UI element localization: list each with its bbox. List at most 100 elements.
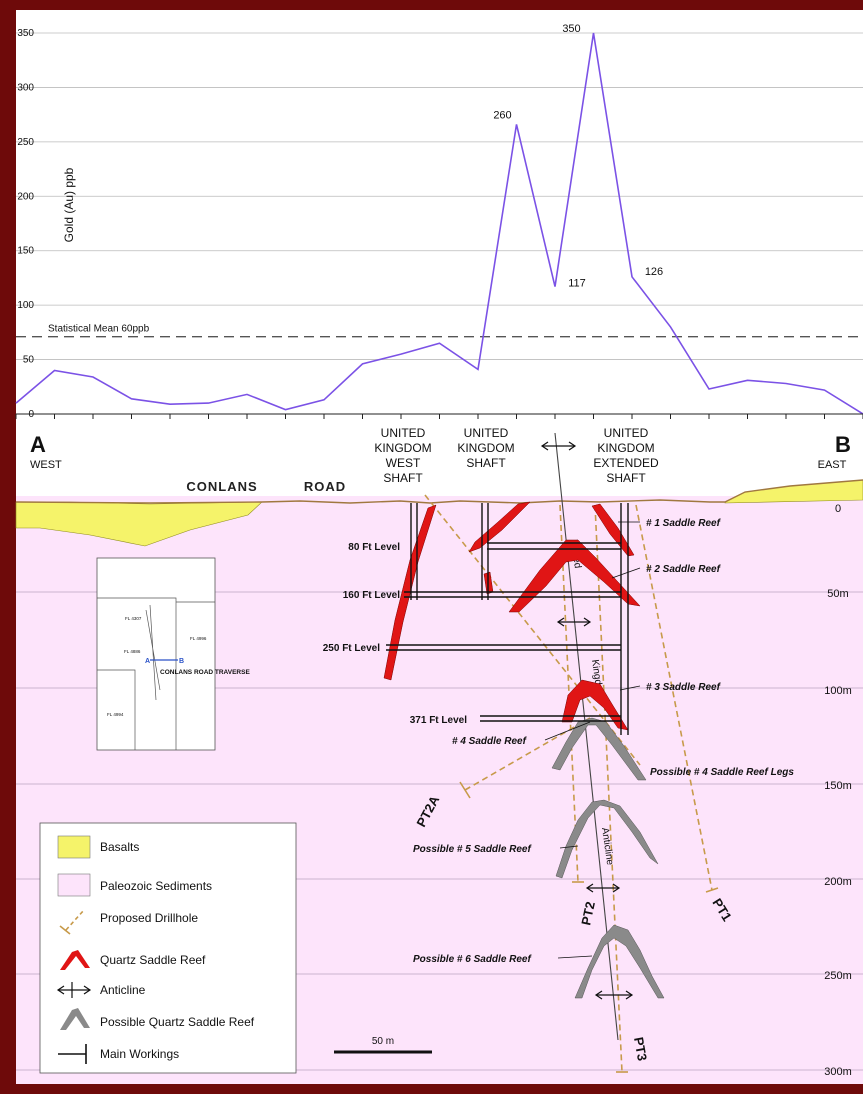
svg-text:SHAFT: SHAFT xyxy=(606,471,646,485)
peak-label-260: 260 xyxy=(493,109,511,121)
anticline-arrow-4 xyxy=(594,990,634,1000)
point-a-direction: WEST xyxy=(30,459,62,471)
reef-label-2: # 2 Saddle Reef xyxy=(646,564,722,575)
inset-label-fl4307: FL 4307 xyxy=(125,616,142,621)
drillhole-trace-1 xyxy=(424,494,641,766)
gold-series-line xyxy=(15,32,863,415)
scale-bar: 50 m xyxy=(334,1036,432,1054)
legend: Basalts Paleozoic Sediments Proposed Dri… xyxy=(39,822,297,1074)
axis-label-anticline: Anticline xyxy=(599,827,615,866)
reef-label-1: # 1 Saddle Reef xyxy=(646,518,722,529)
svg-text:WEST: WEST xyxy=(386,456,421,470)
anticline-arrow-2 xyxy=(556,617,592,627)
y-tick-label: 300 xyxy=(17,82,34,93)
peak-label-350: 350 xyxy=(562,23,580,35)
anticline-arrows xyxy=(540,441,634,1000)
svg-text:UNITED: UNITED xyxy=(464,426,509,440)
basalt-swatch xyxy=(57,835,91,859)
peak-label-117: 117 xyxy=(568,278,586,290)
drillhole-trace-pt1 xyxy=(635,504,713,891)
sediment-swatch xyxy=(57,873,91,897)
anticline-arrow-3 xyxy=(585,883,621,893)
shaft-label-main: UNITED KINGDOM SHAFT xyxy=(457,426,514,470)
reef-1-right xyxy=(591,503,635,557)
drillhole-trace-pt3 xyxy=(594,504,623,1073)
svg-text:KINGDOM: KINGDOM xyxy=(457,441,514,455)
ground-surface xyxy=(15,479,863,504)
possible-reef-label-4: Possible # 4 Saddle Reef Legs xyxy=(650,767,794,778)
svg-text:SHAFT: SHAFT xyxy=(383,471,423,485)
possible-reef-label-5: Possible # 5 Saddle Reef xyxy=(413,844,532,855)
legend-box xyxy=(39,822,297,1074)
depth-label-200: 200m xyxy=(824,876,852,888)
possible-reef-label-6: Possible # 6 Saddle Reef xyxy=(413,954,532,965)
reef-2 xyxy=(508,539,641,613)
svg-text:KINGDOM: KINGDOM xyxy=(597,441,654,455)
anticline-arrow-1 xyxy=(540,441,577,451)
road-label-road: ROAD xyxy=(304,479,346,494)
anticline-symbol xyxy=(56,982,92,998)
drillhole-symbol xyxy=(59,909,85,935)
depth-label-0: 0 xyxy=(835,503,841,515)
legend-label-reef: Quartz Saddle Reef xyxy=(100,953,206,967)
x-tick-marks xyxy=(15,414,863,419)
reef-1-left xyxy=(468,501,531,553)
shaft-label-extended: UNITED KINGDOM EXTENDED SHAFT xyxy=(593,426,659,485)
possible-reef-symbol xyxy=(60,1008,90,1030)
y-tick-label: 250 xyxy=(17,137,34,148)
inset-traverse-label: CONLANS ROAD TRAVERSE xyxy=(160,669,250,676)
legend-label-possible-reef: Possible Quartz Saddle Reef xyxy=(100,1015,255,1029)
svg-text:UNITED: UNITED xyxy=(604,426,649,440)
location-inset-map: FL 4307 FL 4996 FL 4886 FL 4994 A B CONL… xyxy=(96,557,250,751)
possible-reef-6 xyxy=(574,924,665,999)
legend-label-drillhole: Proposed Drillhole xyxy=(100,911,198,925)
reef-label-3: # 3 Saddle Reef xyxy=(646,682,722,693)
level-label-160: 160 Ft Level xyxy=(343,590,400,601)
y-axis-label: Gold (Au) ppb xyxy=(62,167,76,242)
depth-label-100: 100m xyxy=(824,685,852,697)
svg-text:KINGDOM: KINGDOM xyxy=(374,441,431,455)
reef-symbol xyxy=(60,950,90,970)
statistical-mean-label: Statistical Mean 60ppb xyxy=(48,324,150,335)
drillhole-label-pt2: PT2 xyxy=(578,900,598,926)
road-label-conlans: CONLANS xyxy=(186,479,257,494)
level-label-80: 80 Ft Level xyxy=(348,542,400,553)
peak-value-labels: 260 117 350 126 xyxy=(493,23,663,290)
point-b-direction: EAST xyxy=(818,459,847,471)
y-tick-label: 50 xyxy=(23,355,35,366)
level-label-250: 250 Ft Level xyxy=(323,643,380,654)
drillhole-label-pt3: PT3 xyxy=(631,1036,650,1062)
main-workings xyxy=(386,503,629,735)
shaft-label-west: UNITED KINGDOM WEST SHAFT xyxy=(374,426,431,485)
svg-text:SHAFT: SHAFT xyxy=(466,456,506,470)
reef-3 xyxy=(561,679,629,731)
peak-label-126: 126 xyxy=(645,266,663,278)
inset-point-a: A xyxy=(145,658,150,665)
possible-reef-4 xyxy=(551,717,647,781)
y-tick-label: 200 xyxy=(17,191,34,202)
legend-label-anticline: Anticline xyxy=(100,983,146,997)
reef-label-4: # 4 Saddle Reef xyxy=(452,736,528,747)
point-b-label: B xyxy=(835,432,851,457)
inset-label-fl4996: FL 4996 xyxy=(190,636,207,641)
depth-label-50: 50m xyxy=(827,588,848,600)
inset-label-fl4886: FL 4886 xyxy=(124,649,141,654)
legend-label-sediments: Paleozoic Sediments xyxy=(100,879,212,893)
chart-area xyxy=(16,10,863,414)
drillhole-trace-pt2 xyxy=(559,504,579,883)
y-tick-label: 100 xyxy=(17,300,34,311)
chart-gridlines xyxy=(16,32,863,360)
inset-point-b: B xyxy=(179,658,184,665)
legend-label-basalts: Basalts xyxy=(100,840,139,854)
depth-label-150: 150m xyxy=(824,780,852,792)
svg-text:UNITED: UNITED xyxy=(381,426,426,440)
level-label-371: 371 Ft Level xyxy=(410,715,467,726)
depth-label-250: 250m xyxy=(824,970,852,982)
depth-label-300: 300m xyxy=(824,1066,852,1078)
svg-text:50 m: 50 m xyxy=(372,1036,394,1047)
drillhole-collar-ticks xyxy=(459,781,719,1073)
y-tick-label: 350 xyxy=(17,28,34,39)
svg-text:EXTENDED: EXTENDED xyxy=(593,456,659,470)
